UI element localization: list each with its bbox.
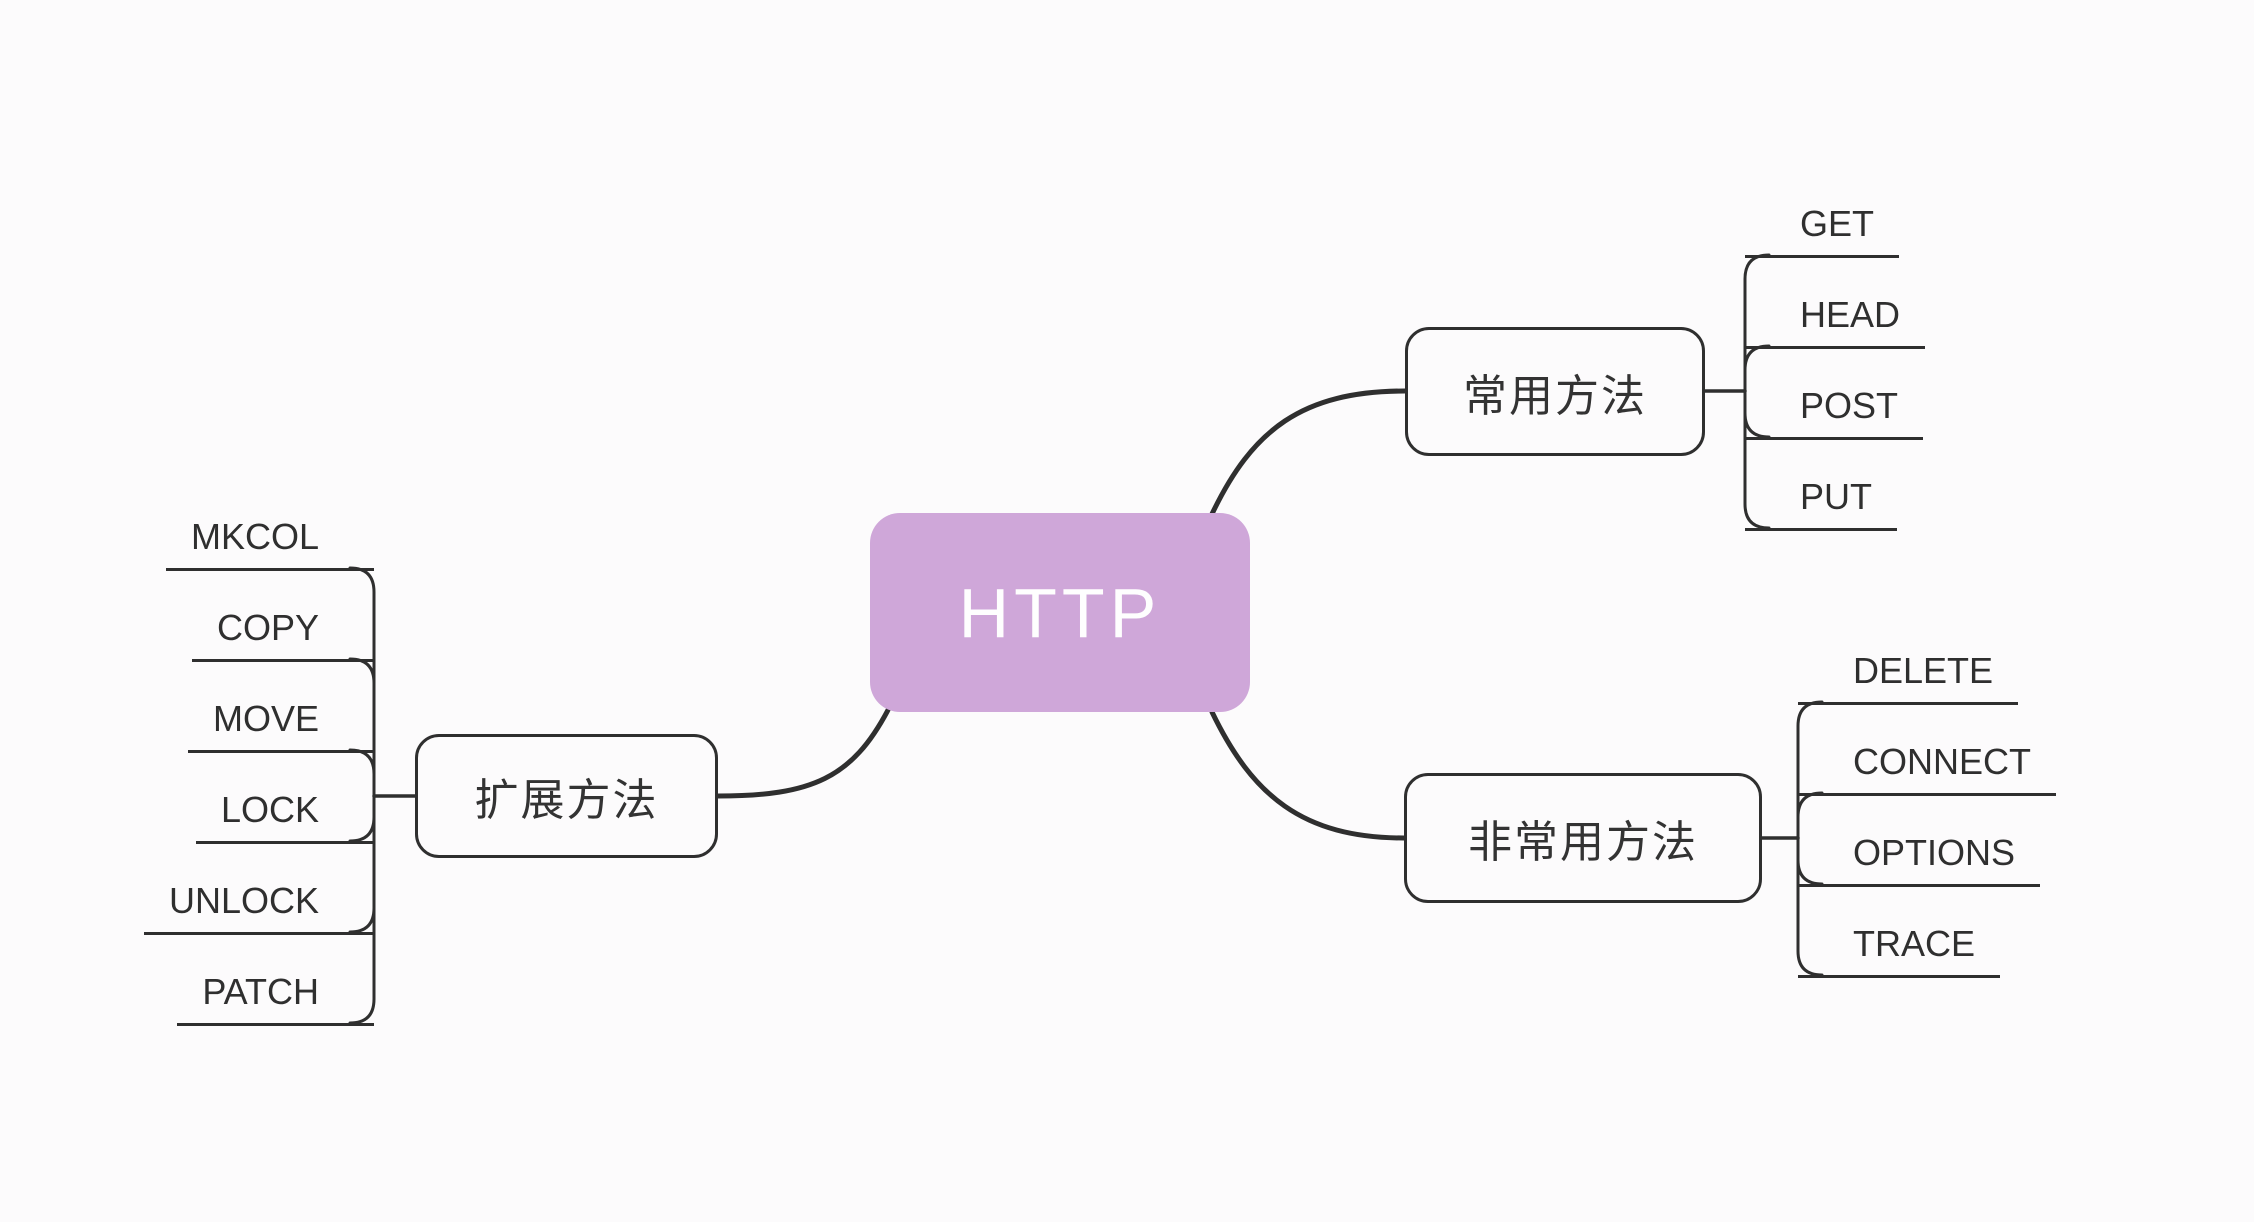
leaf-topic-get[interactable]: GET (1745, 203, 1900, 258)
branch-topic-uncommon-methods[interactable]: 非常用方法 (1404, 773, 1762, 903)
leaf-topic-post[interactable]: POST (1745, 385, 1924, 440)
leaf-topic-unlock[interactable]: UNLOCK (143, 880, 374, 935)
leaf-topic-options[interactable]: OPTIONS (1798, 832, 2041, 887)
leaf-topic-mkcol[interactable]: MKCOL (165, 516, 374, 571)
branch-extended-label: 扩展方法 (474, 776, 659, 825)
branch-common-label: 常用方法 (1463, 371, 1647, 421)
branch-uncommon-label: 非常用方法 (1468, 818, 1698, 867)
leaf-topic-copy[interactable]: COPY (191, 607, 374, 662)
child-wire-trace (1796, 836, 1824, 977)
leaf-topic-put[interactable]: PUT (1745, 476, 1897, 531)
root-topic-label: HTTP (958, 573, 1162, 652)
leaf-topic-trace[interactable]: TRACE (1798, 923, 2001, 978)
branch-curve-root-to-uncommon (1209, 709, 1407, 841)
leaf-topic-lock[interactable]: LOCK (195, 789, 374, 844)
leaf-topic-patch[interactable]: PATCH (177, 971, 374, 1026)
child-wire-patch (348, 794, 376, 1025)
leaf-topic-move[interactable]: MOVE (187, 698, 374, 753)
root-topic-http[interactable]: HTTP (870, 513, 1250, 712)
branch-curve-root-to-extended (715, 707, 891, 799)
branch-curve-root-to-common (1209, 388, 1408, 517)
leaf-topic-delete[interactable]: DELETE (1798, 650, 2019, 705)
leaf-topic-head[interactable]: HEAD (1745, 294, 1926, 349)
child-wire-put (1743, 389, 1771, 530)
leaf-topic-connect[interactable]: CONNECT (1798, 741, 2056, 796)
branch-topic-common-methods[interactable]: 常用方法 (1405, 327, 1705, 456)
branch-topic-extended-methods[interactable]: 扩展方法 (415, 734, 718, 858)
